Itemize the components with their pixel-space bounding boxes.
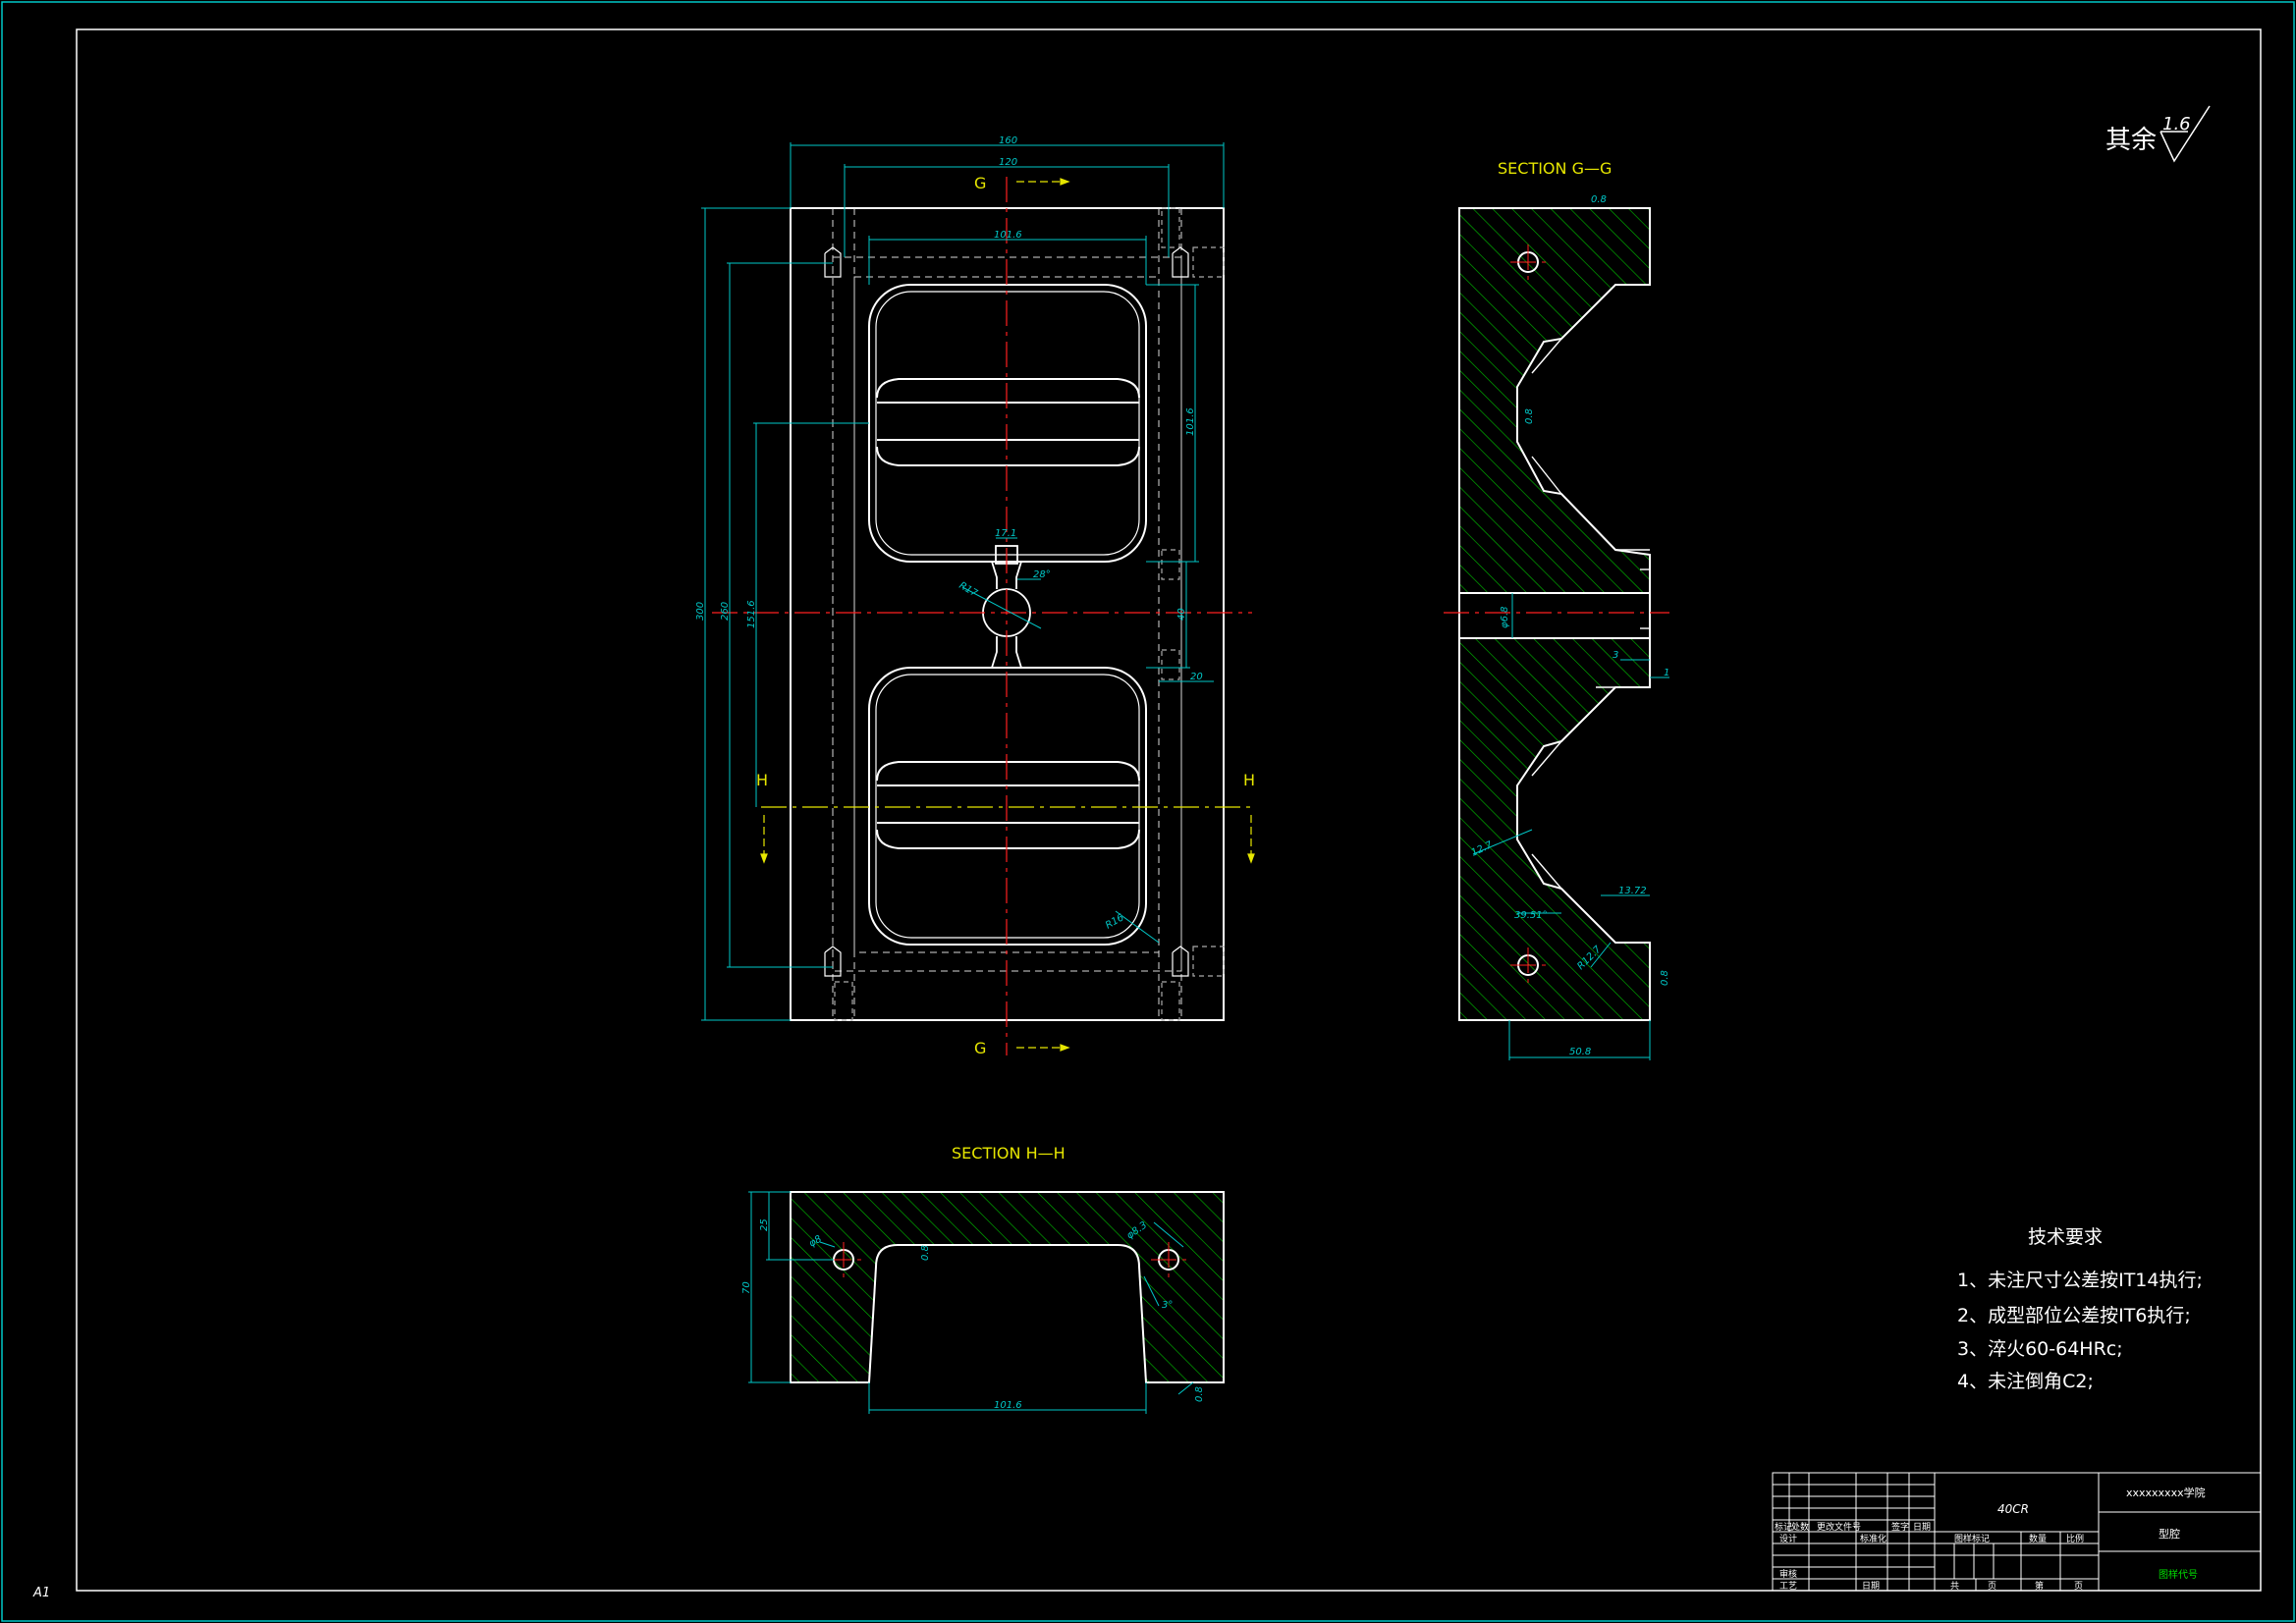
gg-dim-bottom-0-8: 0.8: [1660, 970, 1670, 986]
tb-h-mark: 标记: [1775, 1521, 1792, 1533]
tb-school: xxxxxxxxx学院: [2126, 1486, 2206, 1499]
section-mark-h-left: H: [756, 771, 768, 789]
tb-check: 审核: [1779, 1568, 1797, 1580]
dim-40: 40: [1176, 608, 1187, 621]
gg-dim-39-51deg: 39.51°: [1514, 910, 1548, 921]
cavity-upper: [868, 284, 1147, 563]
tb-stage-mark: 图样标记: [1954, 1533, 1990, 1544]
gg-dim-13-72: 13.72: [1618, 886, 1647, 896]
dim-120: 120: [999, 157, 1017, 168]
section-gg-title: SECTION G—G: [1498, 159, 1612, 178]
tb-design: 设计: [1779, 1533, 1797, 1544]
tech-req-item-4: 4、未注倒角C2;: [1957, 1371, 2094, 1392]
roughness-value: 1.6: [2162, 114, 2191, 135]
section-gg: SECTION G—G: [1444, 159, 1670, 1060]
tb-h-sign: 签字: [1891, 1521, 1909, 1533]
tb-h-date: 日期: [1913, 1522, 1931, 1533]
tb-no: 第: [2035, 1580, 2044, 1592]
gg-dim-side-0-8: 0.8: [1524, 408, 1535, 424]
gg-dim-3: 3: [1613, 650, 1618, 661]
dim-28deg: 28°: [1033, 569, 1051, 580]
inner-frame: [76, 28, 2262, 1592]
roughness-note: 其余: [2105, 126, 2157, 155]
dim-260: 260: [720, 602, 731, 621]
hh-dim-25: 25: [759, 1218, 770, 1231]
gg-dim-1: 1: [1664, 668, 1669, 678]
top-view: G G H H: [695, 135, 1255, 1057]
section-hh-title: SECTION H—H: [952, 1144, 1066, 1163]
sheet-size-label: A1: [32, 1586, 50, 1600]
tb-sheet-pages: 页: [1988, 1581, 1996, 1592]
hh-dim-70: 70: [741, 1281, 752, 1294]
section-mark-g-bottom: G: [974, 1039, 986, 1057]
dim-r16: R16: [1104, 912, 1126, 931]
tb-drawing-no: 图样代号: [2159, 1568, 2198, 1581]
hh-dim-101-6: 101.6: [994, 1400, 1022, 1411]
tb-weight: 数量: [2029, 1533, 2047, 1544]
tech-req-item-1: 1、未注尺寸公差按IT14执行;: [1957, 1270, 2203, 1291]
tech-req-item-2: 2、成型部位公差按IT6执行;: [1957, 1305, 2191, 1326]
dim-160: 160: [999, 135, 1017, 146]
dim-101-6-top: 101.6: [994, 230, 1022, 241]
gg-dim-top-0-8: 0.8: [1591, 194, 1607, 205]
tb-h-count: 处数: [1791, 1521, 1809, 1533]
tb-process: 工艺: [1779, 1581, 1797, 1592]
hh-dim-3deg: 3°: [1162, 1300, 1173, 1311]
dim-151-6: 151.6: [746, 600, 757, 628]
tb-part-name: 型腔: [2159, 1527, 2180, 1541]
title-block: 40CR xxxxxxxxx学院 型腔 图样代号 标记 处数 更改文件号 签字 …: [1772, 1472, 2262, 1592]
section-mark-h-right: H: [1243, 771, 1255, 789]
dim-r17: R17: [957, 580, 980, 600]
tech-req-item-3: 3、淬火60-64HRc;: [1957, 1338, 2123, 1360]
roughness-symbol: 其余 1.6: [2105, 105, 2211, 163]
gg-dim-hole: φ6.8: [1500, 607, 1510, 629]
tb-page: 页: [2074, 1581, 2083, 1592]
hh-dim-0-8-bottom: 0.8: [1194, 1386, 1205, 1402]
dim-17-1: 17.1: [995, 528, 1016, 539]
tb-material: 40CR: [1997, 1502, 2029, 1516]
section-hh: SECTION H—H 25 70 φ8 0.8 φ8.3: [741, 1144, 1225, 1414]
tb-date: 日期: [1862, 1581, 1880, 1592]
tb-h-change: 更改文件号: [1817, 1521, 1861, 1533]
hh-dim-0-8-top: 0.8: [920, 1245, 931, 1261]
tb-total: 共: [1950, 1581, 1959, 1592]
dim-300: 300: [695, 602, 706, 621]
dim-20: 20: [1190, 672, 1203, 682]
gg-dim-50-8: 50.8: [1569, 1047, 1591, 1057]
tb-std: 标准化: [1860, 1533, 1886, 1544]
dim-101-6-right: 101.6: [1185, 407, 1196, 436]
section-mark-g-top: G: [974, 174, 986, 192]
cavity-lower: [868, 667, 1147, 946]
tech-req-title: 技术要求: [2028, 1226, 2103, 1248]
tb-scale: 比例: [2066, 1533, 2084, 1544]
tech-requirements: 技术要求 1、未注尺寸公差按IT14执行; 2、成型部位公差按IT6执行; 3、…: [1957, 1226, 2203, 1392]
